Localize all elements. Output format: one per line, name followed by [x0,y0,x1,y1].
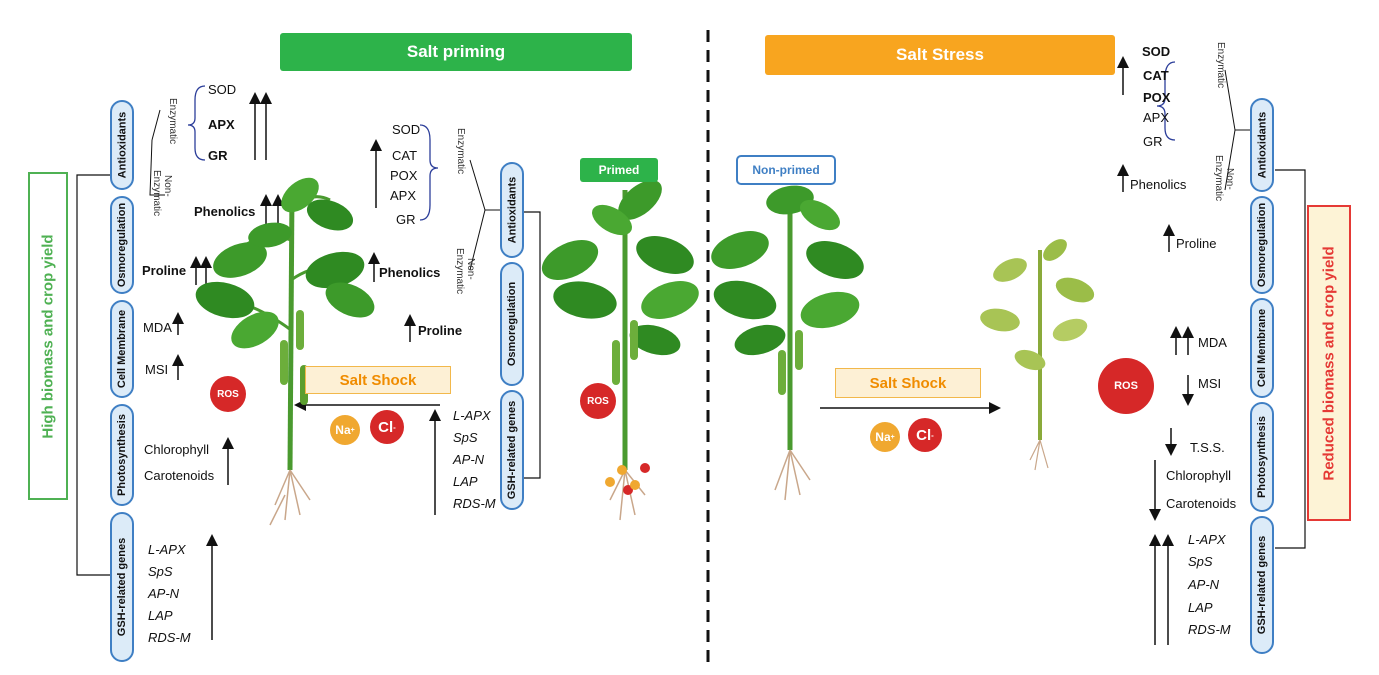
right-gene-1: L-APX [1188,532,1226,547]
pill-gsh-left: GSH-related genes [110,512,134,662]
right-mda: MDA [1198,335,1227,350]
non-primed-plant [711,185,864,501]
pill-antioxidants-left: Antioxidants [110,100,134,190]
left-enzyme-sod: SOD [208,82,237,97]
left-gene-4: LAP [148,608,173,623]
non-enzymatic-label-mid-2: Enzymatic [454,248,465,295]
cl-ion-right: Cl- [908,418,942,452]
mid-enzyme-cat: CAT [392,148,418,163]
pill-gsh-right: GSH-related genes [1250,516,1274,654]
left-gene-1: L-APX [148,542,186,557]
right-carotenoids: Carotenoids [1166,496,1237,511]
left-proline: Proline [142,263,187,278]
right-gene-5: RDS-M [1188,622,1231,637]
salt-stress-banner: Salt Stress [765,35,1115,75]
pill-gsh-mid: GSH-related genes [500,390,524,510]
right-tss: T.S.S. [1190,440,1225,455]
non-enzymatic-label-mid-1: Non- [465,258,476,280]
pill-osmoregulation-mid: Osmoregulation [500,262,524,386]
left-phenolics: Phenolics [194,204,256,219]
enzymatic-label-right: Enzymatic [1215,42,1226,89]
mid-enzyme-apx: APX [390,188,417,203]
mid-enzyme-sod: SOD [392,122,421,137]
mid-gene-5: RDS-M [453,496,496,511]
left-msi: MSI [145,362,169,377]
stressed-plant [980,239,1095,471]
mid-phenolics: Phenolics [379,265,441,280]
right-phenolics: Phenolics [1130,177,1187,192]
mid-gene-3: AP-N [453,452,485,467]
enzymatic-label-mid: Enzymatic [455,128,466,175]
salt-shock-left: Salt Shock [305,366,451,394]
non-enzymatic-label-right-1: Non- [1224,168,1235,190]
reduced-biomass-box: Reduced biomass and crop yield [1307,205,1351,521]
left-enzyme-gr: GR [208,148,228,163]
mid-enzyme-gr: GR [396,212,416,227]
right-enzyme-gr: GR [1143,134,1163,149]
non-enzymatic-label-left-1: Non- [162,175,173,197]
salt-priming-banner: Salt priming [280,33,632,71]
reduced-biomass-label: Reduced biomass and crop yield [1320,245,1338,481]
left-enzyme-apx: APX [208,117,235,132]
pill-antioxidants-right: Antioxidants [1250,98,1274,192]
cl-ion-left: Cl- [370,410,404,444]
mid-proline: Proline [418,323,463,338]
right-enzyme-apx: APX [1143,110,1170,125]
na-ion-right: Na+ [870,422,900,452]
right-proline: Proline [1176,236,1217,251]
right-gene-3: AP-N [1188,577,1220,592]
left-mda: MDA [143,320,172,335]
ros-left: ROS [210,376,246,412]
pill-cell-membrane-left: Cell Membrane [110,300,134,398]
non-enzymatic-label-right-2: Enzymatic [1213,155,1224,202]
high-biomass-box: High biomass and crop yield [28,172,68,500]
left-primed-plant [195,177,375,526]
right-gene-4: LAP [1188,600,1213,615]
left-carotenoids: Carotenoids [144,468,215,483]
salt-shock-right: Salt Shock [835,368,981,398]
right-enzyme-sod: SOD [1142,44,1171,59]
right-msi: MSI [1198,376,1222,391]
left-gene-5: RDS-M [148,630,191,645]
non-enzymatic-label-left-2: Enzymatic [151,170,162,217]
na-ion-left: Na+ [330,415,360,445]
mid-gene-1: L-APX [453,408,491,423]
pill-photosynthesis-right: Photosynthesis [1250,402,1274,512]
non-primed-tag: Non-primed [736,155,836,185]
high-biomass-label: High biomass and crop yield [39,233,57,439]
pill-photosynthesis-left: Photosynthesis [110,404,134,506]
mid-primed-plant [541,180,699,521]
mid-gene-4: LAP [453,474,478,489]
pill-cell-membrane-right: Cell Membrane [1250,298,1274,398]
pill-osmoregulation-right: Osmoregulation [1250,196,1274,294]
left-chlorophyll: Chlorophyll [144,442,210,457]
pill-osmoregulation-left: Osmoregulation [110,196,134,294]
right-enzyme-cat: CAT [1143,68,1169,83]
right-enzyme-pox: POX [1143,90,1171,105]
left-gene-3: AP-N [148,586,180,601]
pill-antioxidants-mid: Antioxidants [500,162,524,258]
ros-right: ROS [1098,358,1154,414]
right-gene-2: SpS [1188,554,1213,569]
ros-mid: ROS [580,383,616,419]
mid-enzyme-pox: POX [390,168,418,183]
enzymatic-label-left: Enzymatic [167,98,178,145]
mid-gene-2: SpS [453,430,478,445]
left-gene-2: SpS [148,564,173,579]
right-chlorophyll: Chlorophyll [1166,468,1232,483]
primed-tag: Primed [580,158,658,182]
